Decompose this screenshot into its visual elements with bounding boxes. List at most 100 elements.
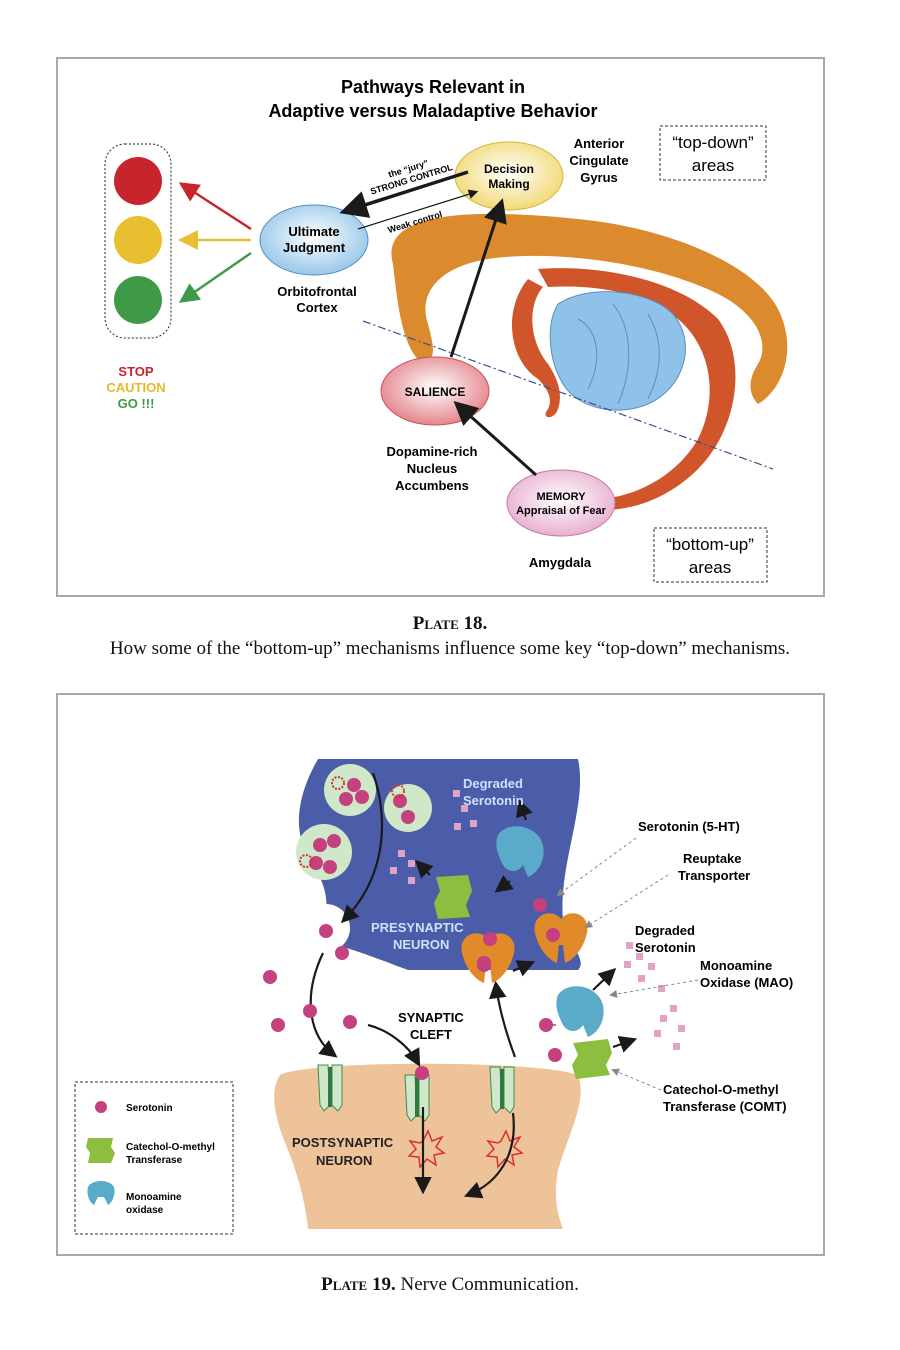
plate-19-diagram: Degraded Serotonin PRESYNAPTIC NEURON Se… <box>74 759 793 1235</box>
plate-18-title-line2: Adaptive versus Maladaptive Behavior <box>268 101 597 121</box>
bind-arrow <box>367 1023 421 1067</box>
memory-node <box>506 469 616 537</box>
serotonin-5ht-label: Serotonin (5-HT) <box>638 819 740 834</box>
plate-19-figure: Degraded Serotonin PRESYNAPTIC NEURON Se… <box>56 693 825 1256</box>
signal-burst-icon <box>407 1129 446 1169</box>
degraded-serotonin-molecules <box>390 790 685 1050</box>
serotonin-dot <box>343 1015 357 1029</box>
degraded-serotonin-square <box>390 867 397 874</box>
legend-comt-swatch <box>86 1138 115 1163</box>
top-down-box <box>659 125 767 181</box>
plate-18-diagram: Pathways Relevant in Adaptive versus Mal… <box>104 77 788 583</box>
serotonin-dot <box>477 958 491 972</box>
serotonin-dot <box>401 810 415 824</box>
degraded-serotonin-square <box>454 823 461 830</box>
postsynaptic-label-line2: NEURON <box>316 1153 372 1168</box>
legend-comt-line1: Catechol-O-methyl <box>126 1142 215 1153</box>
presynaptic-neuron <box>298 759 581 970</box>
serotonin-dot <box>483 932 497 946</box>
signal-arrow <box>463 1112 515 1199</box>
degraded-top-line2: Serotonin <box>463 793 524 808</box>
ofc-label-line1: Orbitofrontal <box>277 284 356 299</box>
serotonin-dot <box>303 1004 317 1018</box>
cleft-label-line2: CLEFT <box>410 1027 452 1042</box>
nacc-label-line3: Accumbens <box>395 478 469 493</box>
ultimate-label-line2: Judgment <box>283 240 346 255</box>
reuptake-label-line2: Transporter <box>678 868 750 883</box>
degraded-serotonin-square <box>636 953 643 960</box>
stop-label: STOP <box>118 364 153 379</box>
plate-18-caption-text: How some of the “bottom-up” mechanisms i… <box>109 638 791 659</box>
degraded-serotonin-square <box>624 961 631 968</box>
degrade-arrow <box>494 875 514 893</box>
serotonin-molecules <box>263 778 562 1080</box>
serotonin-dot <box>263 970 277 984</box>
leader-line <box>611 1068 662 1091</box>
transport-arrow <box>512 960 536 977</box>
memory-label-line1: MEMORY <box>536 491 586 503</box>
release-arrow <box>309 952 338 1058</box>
presynaptic-label-line2: NEURON <box>393 937 449 952</box>
serotonin-dot <box>548 1048 562 1062</box>
serotonin-dot <box>313 838 327 852</box>
degrade-arrow <box>414 859 434 879</box>
degraded-serotonin-square <box>626 942 633 949</box>
top-down-line2: areas <box>692 156 735 175</box>
traffic-light <box>104 143 172 339</box>
serotonin-dot <box>319 924 333 938</box>
top-down-line1: “top-down” <box>672 133 754 152</box>
comt-enzyme-presynaptic <box>434 875 472 919</box>
nacc-label-line1: Dopamine-rich <box>386 444 477 459</box>
amygdala-label: Amygdala <box>529 555 592 570</box>
degraded-serotonin-square <box>648 963 655 970</box>
plate-18-figure: Pathways Relevant in Adaptive versus Mal… <box>56 57 825 597</box>
degraded-serotonin-square <box>408 877 415 884</box>
leader-line <box>556 837 637 897</box>
serotonin-dot <box>539 1018 553 1032</box>
serotonin-dot <box>335 946 349 960</box>
degraded-top-line1: Degraded <box>463 776 523 791</box>
red-arrow <box>178 182 252 231</box>
signal-burst-icon <box>485 1129 524 1169</box>
degraded-right-line1: Degraded <box>635 923 695 938</box>
degraded-serotonin-square <box>461 805 468 812</box>
serotonin-dot <box>546 928 560 942</box>
degraded-serotonin-square <box>398 850 405 857</box>
red-light <box>114 157 162 205</box>
mao-label-line1: Monoamine <box>700 958 772 973</box>
caution-label: CAUTION <box>106 380 165 395</box>
ultimate-label-line1: Ultimate <box>288 224 339 239</box>
plate-18-caption-label: Plate 18. <box>412 613 488 634</box>
degrade-arrow <box>516 798 533 821</box>
memory-to-salience-arrow <box>453 400 538 477</box>
acg-label-line3: Gyrus <box>580 170 618 185</box>
comt-label-line2: Transferase (COMT) <box>663 1099 787 1114</box>
degrade-arrow <box>612 1036 638 1053</box>
bottom-up-line1: “bottom-up” <box>666 535 754 554</box>
cleft-label-line1: SYNAPTIC <box>398 1010 464 1025</box>
legend-mao-line1: Monoamine <box>126 1192 182 1203</box>
ofc-label-line2: Cortex <box>296 300 338 315</box>
salience-label: SALIENCE <box>405 385 466 399</box>
acg-label-line2: Cingulate <box>569 153 628 168</box>
vesicle-burst-icon <box>331 776 345 790</box>
leader-line <box>609 979 699 998</box>
salience-to-decision-arrow <box>449 198 507 358</box>
degraded-serotonin-square <box>660 1015 667 1022</box>
vesicle-burst-icon <box>299 854 313 868</box>
degraded-serotonin-square <box>638 975 645 982</box>
legend-mao-line2: oxidase <box>126 1205 164 1216</box>
reuptake-label-line1: Reuptake <box>683 851 742 866</box>
degraded-serotonin-square <box>673 1043 680 1050</box>
degraded-serotonin-square <box>670 1005 677 1012</box>
bottom-up-box <box>653 527 768 583</box>
strong-control-arrow <box>339 170 469 218</box>
receptors <box>317 1064 515 1122</box>
legend: Serotonin Catechol-O-methyl Transferase … <box>74 1081 234 1235</box>
leader-line <box>584 874 669 929</box>
acg-label-line1: Anterior <box>574 136 625 151</box>
serotonin-dot <box>347 778 361 792</box>
serotonin-dot <box>323 860 337 874</box>
serotonin-dot <box>327 834 341 848</box>
comt-label-line1: Catechol-O-methyl <box>663 1082 779 1097</box>
